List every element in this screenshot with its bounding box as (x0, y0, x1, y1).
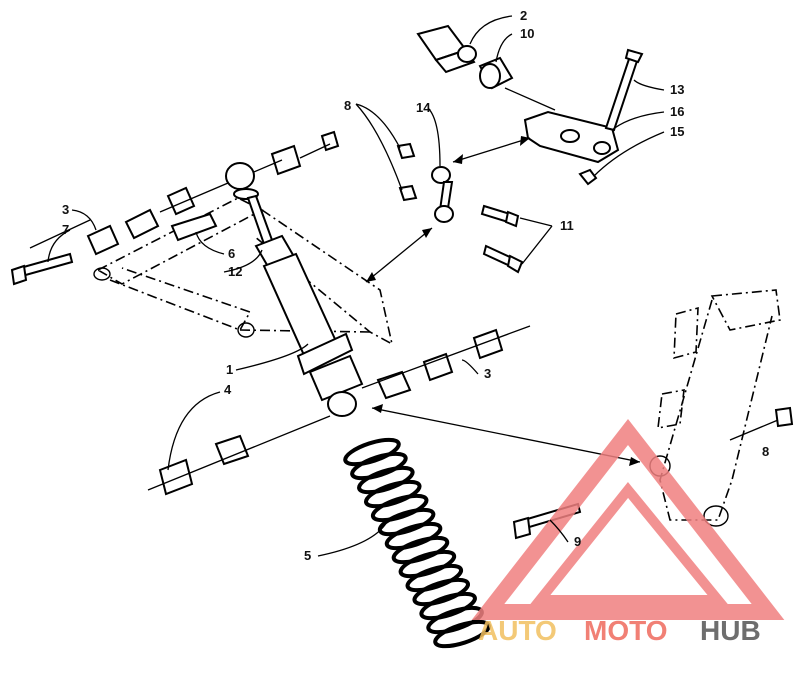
spring-coil (350, 451, 408, 481)
bolt-part-7 (10, 252, 74, 286)
callout-6: 6 (228, 246, 235, 261)
rod-end-part-2 (416, 24, 477, 74)
callout-leaders (47, 15, 665, 557)
coil-spring-part-5 (343, 437, 491, 649)
callout-12: 12 (228, 264, 242, 279)
callout-16: 16 (670, 104, 684, 119)
spring-coil (398, 549, 457, 579)
callout-3-right: 3 (484, 366, 491, 381)
callout-8-bottom: 8 (762, 444, 769, 459)
callout-4: 4 (224, 382, 232, 397)
callout-14: 14 (416, 100, 431, 115)
callout-8-top: 8 (344, 98, 351, 113)
callout-2: 2 (520, 8, 527, 23)
bolt-part-13 (604, 48, 644, 132)
callout-labels: 2 10 13 16 15 8 14 11 3 7 6 12 1 4 3 8 5… (62, 8, 769, 563)
shock-absorber-part-1 (225, 162, 364, 417)
nut-part-8-upper (396, 142, 418, 202)
spindle-phantom (649, 289, 781, 527)
nut-part-15 (578, 168, 598, 186)
upper-bushing-stack (86, 130, 340, 256)
spring-coil (370, 493, 429, 523)
watermark-text-hub: HUB (700, 615, 761, 646)
spring-coil (384, 521, 443, 551)
bracket-part-16 (523, 110, 620, 164)
callout-1: 1 (226, 362, 233, 377)
callout-5: 5 (304, 548, 311, 563)
bushing-part-10 (478, 56, 514, 90)
callout-3-left: 3 (62, 202, 69, 217)
callout-15: 15 (670, 124, 684, 139)
watermark-text-auto: AUTO (478, 615, 557, 646)
assembly-arrows (365, 136, 641, 466)
callout-10: 10 (520, 26, 534, 41)
spring-coil (412, 577, 471, 607)
spring-coil (433, 619, 491, 649)
automotohub-watermark: AUTO MOTO HUB (471, 418, 785, 646)
spring-coil (343, 437, 401, 467)
spring-coil (391, 535, 450, 565)
spring-coil (363, 479, 422, 509)
watermark-text-moto: MOTO (584, 615, 667, 646)
linkage-rod-part-14 (431, 166, 454, 223)
nut-part-8-lower (774, 406, 794, 428)
callout-13: 13 (670, 82, 684, 97)
spring-coil (357, 465, 415, 495)
callout-11: 11 (560, 218, 574, 233)
bolt-part-11 (480, 204, 524, 274)
spring-coil (405, 563, 464, 593)
spring-coil (419, 591, 477, 621)
callout-9: 9 (574, 534, 581, 549)
callout-7: 7 (62, 222, 69, 237)
